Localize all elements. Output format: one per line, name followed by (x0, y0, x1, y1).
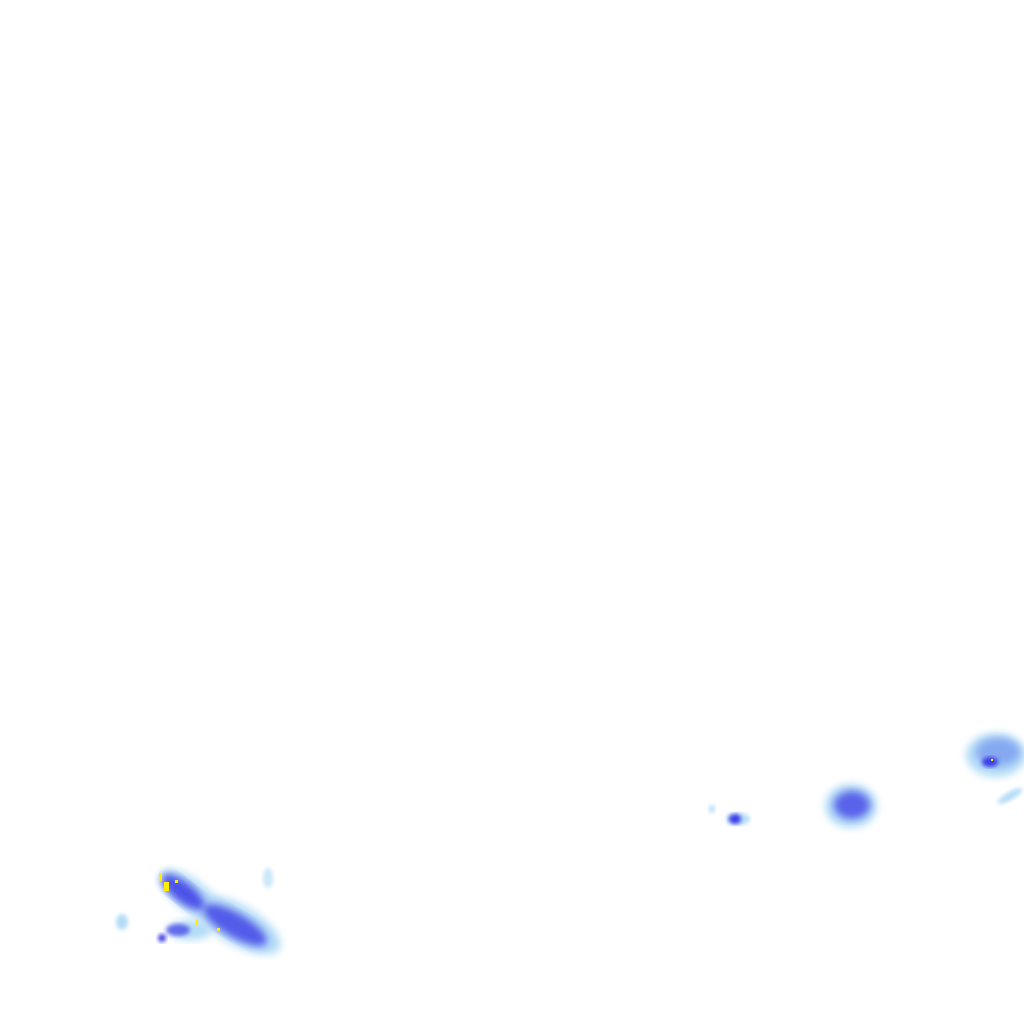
radar-echo-intense (164, 882, 169, 891)
radar-echo-intense (991, 759, 993, 761)
radar-echo-heavy (834, 791, 870, 819)
radar-echo-intense (196, 919, 198, 925)
radar-echo-heavy (166, 924, 190, 936)
radar-echo-light (263, 868, 273, 888)
radar-echo-heavy (203, 904, 267, 946)
radar-echo-heavy (729, 814, 741, 824)
radar-echo-heavy (982, 757, 998, 767)
radar-echo-light (116, 914, 128, 930)
radar-echo-light (997, 788, 1023, 804)
radar-echo-intense (175, 880, 178, 883)
radar-echo-heavy (158, 934, 166, 942)
radar-echo-light (709, 805, 715, 813)
radar-echo-intense (217, 928, 220, 931)
radar-echo-intense (159, 873, 162, 881)
radar-echo-heavy (161, 874, 205, 910)
